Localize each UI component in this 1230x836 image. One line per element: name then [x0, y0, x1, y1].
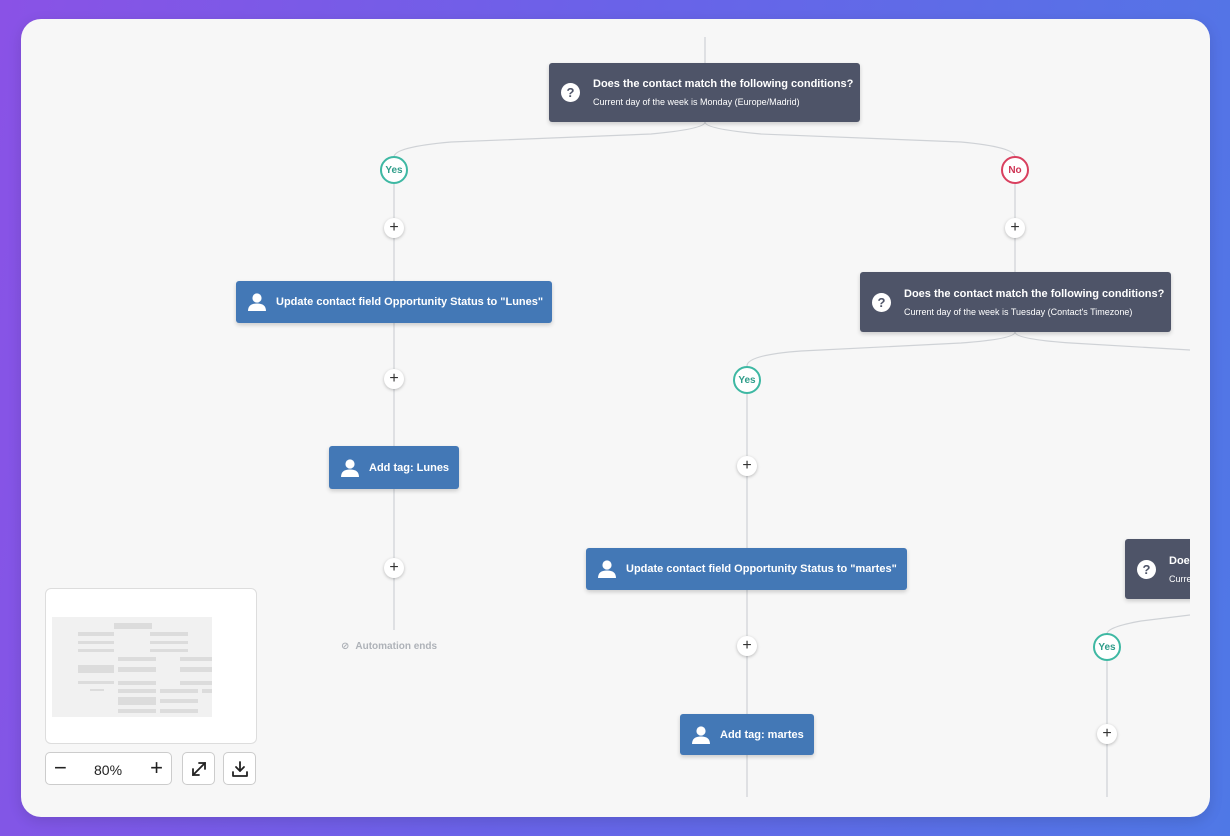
- condition-title: Does the contact match the following con…: [904, 287, 1165, 300]
- branch-yes-badge: Yes: [380, 156, 408, 184]
- zoom-out-button[interactable]: −: [54, 755, 67, 780]
- action-label: Update contact field Opportunity Status …: [626, 563, 897, 575]
- condition-node-partial[interactable]: ? Doe Curre: [1125, 539, 1190, 599]
- zoom-level: 80%: [94, 762, 123, 778]
- action-update-status-lunes[interactable]: Update contact field Opportunity Status …: [236, 281, 552, 323]
- download-icon: [231, 760, 248, 777]
- branch-no-badge: No: [1001, 156, 1029, 184]
- workflow-canvas[interactable]: ? Does the contact match the following c…: [21, 19, 1190, 817]
- user-icon: [692, 725, 710, 744]
- add-step-button[interactable]: +: [1005, 218, 1025, 238]
- action-update-status-martes[interactable]: Update contact field Opportunity Status …: [586, 548, 907, 590]
- condition-subtitle: Current day of the week is Monday (Europ…: [593, 97, 800, 107]
- expand-icon: [191, 761, 206, 776]
- condition-subtitle: Curre: [1169, 573, 1190, 584]
- question-circle-icon: ?: [1137, 559, 1156, 579]
- add-step-button[interactable]: +: [384, 218, 404, 238]
- action-label: Add tag: martes: [720, 728, 804, 741]
- condition-subtitle: Current day of the week is Tuesday (Cont…: [904, 306, 1133, 317]
- action-label: Add tag: Lunes: [369, 461, 450, 474]
- condition-title: Does the contact match the following con…: [593, 78, 854, 90]
- add-step-button[interactable]: +: [737, 636, 757, 656]
- ban-icon: ⊘: [341, 641, 350, 652]
- add-step-button[interactable]: +: [384, 369, 404, 389]
- automation-ends-label: ⊘ Automation ends: [341, 641, 437, 652]
- user-icon: [248, 293, 266, 311]
- branch-yes-badge: Yes: [733, 366, 761, 394]
- user-icon: [598, 560, 616, 578]
- question-circle-icon: ?: [872, 292, 891, 312]
- branch-yes-badge: Yes: [1093, 633, 1121, 661]
- workflow-builder-card: ? Does the contact match the following c…: [21, 19, 1210, 817]
- condition-node-tuesday[interactable]: ? Does the contact match the following c…: [860, 272, 1171, 332]
- action-label: Update contact field Opportunity Status …: [276, 296, 544, 308]
- zoom-in-button[interactable]: +: [150, 755, 163, 780]
- condition-title: Doe: [1169, 554, 1190, 567]
- minimap[interactable]: [45, 588, 257, 744]
- action-add-tag-lunes[interactable]: Add tag: Lunes: [329, 446, 459, 489]
- fit-view-button[interactable]: [182, 752, 215, 785]
- action-add-tag-martes[interactable]: Add tag: martes: [680, 714, 814, 755]
- add-step-button[interactable]: +: [737, 456, 757, 476]
- user-icon: [341, 458, 359, 477]
- condition-node-monday[interactable]: ? Does the contact match the following c…: [549, 63, 860, 122]
- add-step-button[interactable]: +: [1097, 724, 1117, 744]
- zoom-control: − 80% +: [45, 752, 172, 785]
- question-circle-icon: ?: [561, 83, 580, 102]
- minimap-preview: [52, 617, 212, 717]
- download-button[interactable]: [223, 752, 256, 785]
- add-step-button[interactable]: +: [384, 558, 404, 578]
- automation-ends-text: Automation ends: [355, 641, 438, 652]
